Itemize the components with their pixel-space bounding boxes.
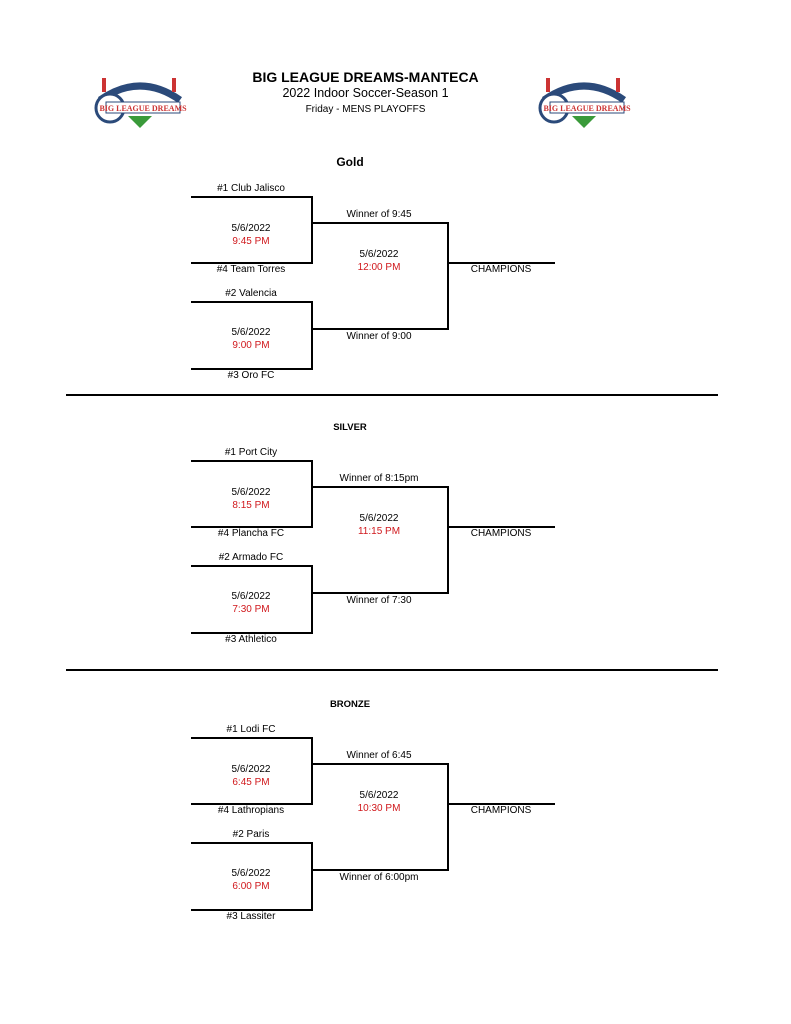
winner-label: Winner of 9:00 [346,331,412,342]
final-date: 5/6/2022 [359,249,399,260]
bracket-line [447,222,449,330]
svg-text:BIG LEAGUE DREAMS: BIG LEAGUE DREAMS [99,104,187,113]
champions-label: CHAMPIONS [470,528,532,539]
team-seed-4: #4 Team Torres [216,264,286,275]
bracket-line [191,632,313,634]
bracket-line [447,803,555,805]
winner-label: Winner of 6:45 [346,750,412,761]
bracket-line [191,565,313,567]
bracket-silver: SILVER #1 Port City #4 Plancha FC #2 Armado… [0,422,791,665]
bracket-line [191,460,313,462]
winner-label: Winner of 9:45 [346,209,412,220]
bracket-line [311,196,313,264]
bracket-line [191,526,313,528]
bracket-line [191,842,313,844]
section-divider [66,394,718,396]
final-time: 11:15 PM [357,526,401,537]
game-time: 9:00 PM [232,340,270,351]
game-time: 7:30 PM [232,604,270,615]
team-seed-3: #3 Athletico [225,634,277,645]
game-time: 6:45 PM [232,777,270,788]
big-league-dreams-logo-right: BIG LEAGUE DREAMS [538,78,631,128]
bracket-line [311,592,448,594]
bracket-line [447,262,555,264]
team-seed-1: #1 Club Jalisco [217,183,285,194]
bracket-line [311,565,313,634]
page-day: Friday - MENS PLAYOFFS [305,104,426,115]
bracket-line [447,526,555,528]
bracket-line [311,842,313,911]
bracket-line [311,460,313,528]
team-seed-1: #1 Lodi FC [226,724,276,735]
page-subtitle: 2022 Indoor Soccer-Season 1 [282,86,449,100]
bracket-line [447,486,449,594]
bracket-line [311,222,448,224]
game-date: 5/6/2022 [231,487,271,498]
final-time: 12:00 PM [357,262,401,273]
bracket-line [311,328,448,330]
section-title: Gold [336,155,364,169]
bracket-line [311,486,448,488]
winner-label: Winner of 6:00pm [339,872,419,883]
game-date: 5/6/2022 [231,868,271,879]
bracket-line [191,803,313,805]
bracket-line [191,909,313,911]
champions-label: CHAMPIONS [470,805,532,816]
game-date: 5/6/2022 [231,223,271,234]
bracket-line [447,763,449,871]
page-title: BIG LEAGUE DREAMS-MANTECA [252,69,479,85]
team-seed-2: #2 Armado FC [218,552,284,563]
game-date: 5/6/2022 [231,327,271,338]
section-title: SILVER [333,422,367,433]
svg-text:BIG LEAGUE DREAMS: BIG LEAGUE DREAMS [543,104,631,113]
team-seed-3: #3 Oro FC [227,370,275,381]
section-title: BRONZE [329,699,371,710]
team-seed-4: #4 Lathropians [217,805,285,816]
bracket-line [191,301,313,303]
team-seed-2: #2 Paris [232,829,270,840]
game-time: 6:00 PM [232,881,270,892]
game-time: 8:15 PM [232,500,270,511]
team-seed-4: #4 Plancha FC [217,528,285,539]
bracket-line [191,196,313,198]
bracket-gold: Gold #1 Club Jalisco #4 Team Torres #2 Vale… [0,155,791,401]
bracket-bronze: BRONZE #1 Lodi FC #4 Lathropians #2 Paris #3… [0,699,791,942]
bracket-line [191,737,313,739]
bracket-line [311,737,313,805]
bracket-line [311,301,313,370]
winner-label: Winner of 7:30 [346,595,412,606]
bracket-line [311,763,448,765]
winner-label: Winner of 8:15pm [339,473,419,484]
final-time: 10:30 PM [357,803,401,814]
final-date: 5/6/2022 [359,513,399,524]
bracket-line [191,368,313,370]
bracket-line [191,262,313,264]
team-seed-2: #2 Valencia [225,288,277,299]
game-time: 9:45 PM [232,236,270,247]
champions-label: CHAMPIONS [470,264,532,275]
big-league-dreams-logo-left: BIG LEAGUE DREAMS [94,78,187,128]
section-divider [66,669,718,671]
bracket-line [311,869,448,871]
game-date: 5/6/2022 [231,591,271,602]
team-seed-3: #3 Lassiter [226,911,276,922]
final-date: 5/6/2022 [359,790,399,801]
team-seed-1: #1 Port City [224,447,278,458]
game-date: 5/6/2022 [231,764,271,775]
